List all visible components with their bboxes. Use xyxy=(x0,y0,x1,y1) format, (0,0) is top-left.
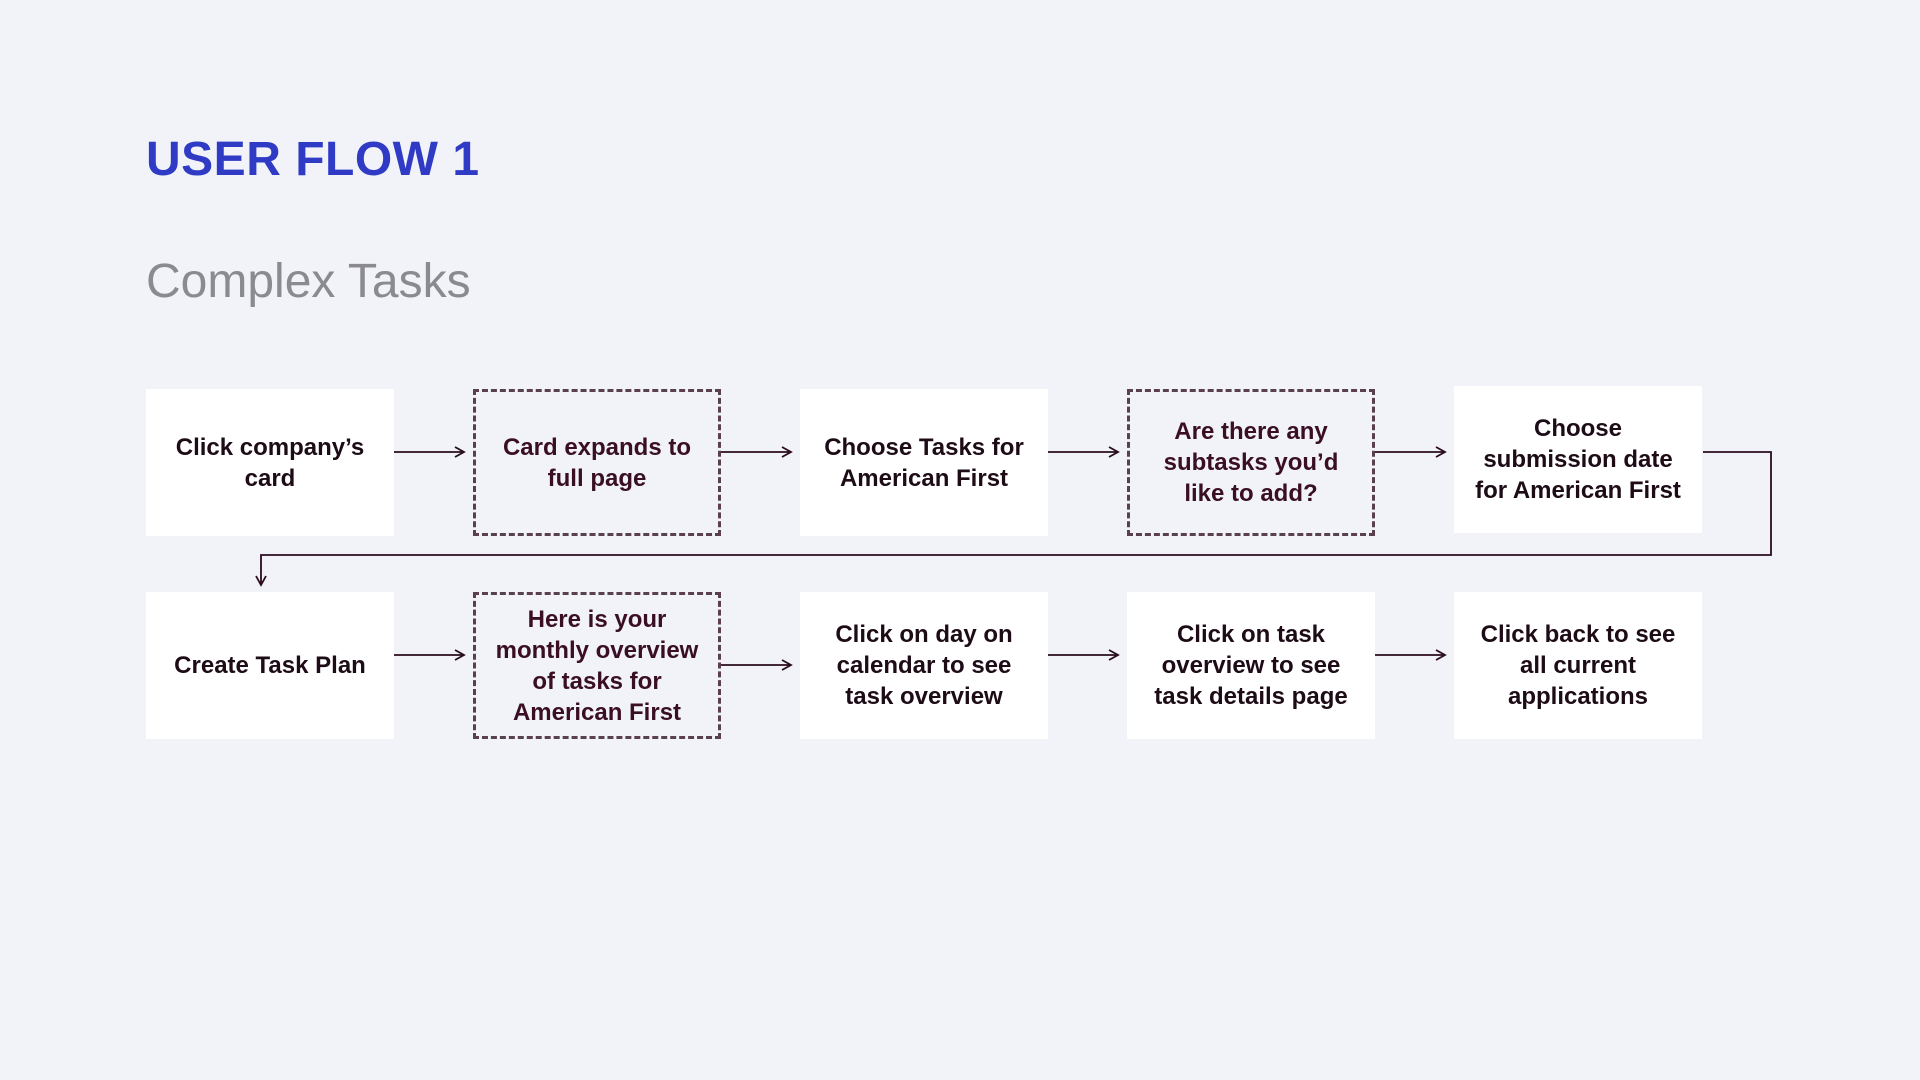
flow-step-click-task-overview: Click on task overview to see task detai… xyxy=(1127,592,1375,739)
flow-step-card-expands: Card expands to full page xyxy=(473,389,721,536)
page-subtitle: Complex Tasks xyxy=(146,255,471,308)
flow-step-choose-submission-date: Choose submission date for American Firs… xyxy=(1454,386,1702,533)
page-title: USER FLOW 1 xyxy=(146,133,480,186)
flow-step-monthly-overview: Here is your monthly overview of tasks f… xyxy=(473,592,721,739)
flow-step-choose-tasks: Choose Tasks for American First xyxy=(800,389,1048,536)
flow-step-click-company-card: Click company’s card xyxy=(146,389,394,536)
flow-step-click-calendar-day: Click on day on calendar to see task ove… xyxy=(800,592,1048,739)
flow-step-subtasks-question: Are there any subtasks you’d like to add… xyxy=(1127,389,1375,536)
flow-step-click-back: Click back to see all current applicatio… xyxy=(1454,592,1702,739)
flow-step-create-task-plan: Create Task Plan xyxy=(146,592,394,739)
